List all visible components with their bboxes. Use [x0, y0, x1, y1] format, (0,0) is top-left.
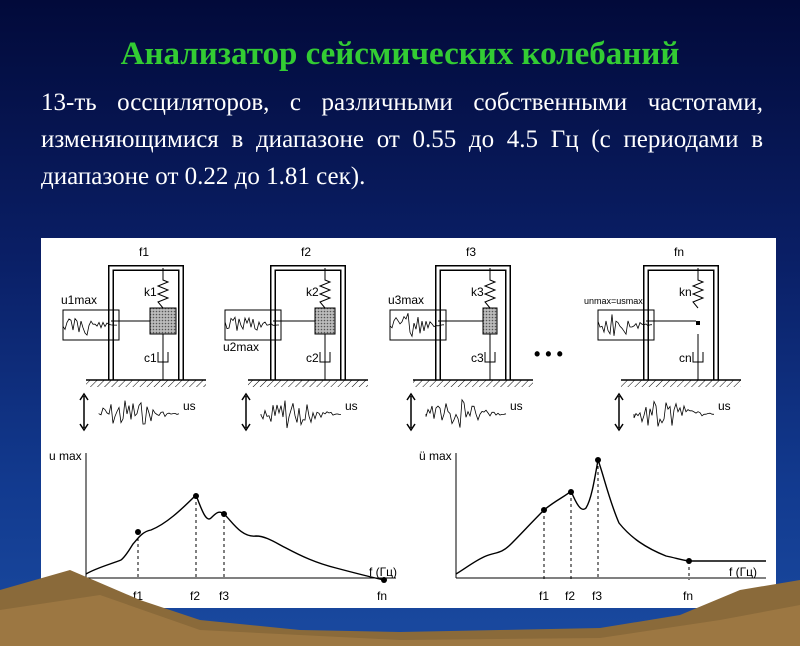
response-label-2: u2max — [223, 340, 259, 354]
damper-label-4: cn — [679, 351, 692, 365]
chart-right-tick-f3: f3 — [592, 589, 602, 603]
damper-label-1: c1 — [144, 351, 157, 365]
spring-label-4: kn — [679, 285, 692, 299]
ground-label-3: us — [510, 399, 523, 413]
chart-left-tick-f3: f3 — [219, 589, 229, 603]
spring-label-2: k2 — [306, 285, 319, 299]
response-label-4: unmax=usmax — [584, 296, 643, 306]
freq-label-3: f3 — [466, 245, 476, 259]
response-label-1: u1max — [61, 293, 97, 307]
chart-right-tick-f2: f2 — [565, 589, 575, 603]
oscillator-1: f1 k1 c1 u1max us — [61, 245, 206, 432]
ground-label-4: us — [718, 399, 731, 413]
mountain-decoration — [0, 570, 800, 646]
ground-label-2: us — [345, 399, 358, 413]
diagram-svg: f1k1c1u1maxusf2k2c2u2maxusf3k3c3u3maxusf… — [49, 245, 766, 603]
chart-right-tick-fn: fn — [683, 589, 693, 603]
oscillator-2: f2 k2 c2 u2max us — [223, 245, 368, 432]
chart-right-xlabel: f (Гц) — [729, 565, 757, 579]
chart-left-tick-f1: f1 — [133, 589, 143, 603]
chart-left: u max f (Гц) f1 f2 f3 fn — [49, 449, 397, 603]
chart-left-xlabel: f (Гц) — [369, 565, 397, 579]
freq-label-2: f2 — [301, 245, 311, 259]
description-paragraph: 13-ть оссциляторов, с различными собстве… — [41, 89, 763, 190]
chart-right-ylabel: ü max — [419, 449, 452, 463]
chart-left-ylabel: u max — [49, 449, 82, 463]
freq-label-4: fn — [674, 245, 684, 259]
spring-label-3: k3 — [471, 285, 484, 299]
chart-right: ü max f (Гц) f1 f2 f3 fn — [419, 449, 766, 603]
chart-left-tick-f2: f2 — [190, 589, 200, 603]
spring-label-1: k1 — [144, 285, 157, 299]
ground-label-1: us — [183, 399, 196, 413]
ellipsis: • • • — [534, 344, 563, 364]
slide-title: Анализатор сейсмических колебаний — [120, 36, 680, 72]
oscillator-3: f3 k3 c3 u3max us — [388, 245, 533, 432]
oscillator-4: fn kn cn unmax=usmax us — [584, 245, 741, 432]
chart-left-tick-fn: fn — [377, 589, 387, 603]
response-label-3: u3max — [388, 293, 424, 307]
damper-label-2: c2 — [306, 351, 319, 365]
freq-label-1: f1 — [139, 245, 149, 259]
damper-label-3: c3 — [471, 351, 484, 365]
chart-right-tick-f1: f1 — [539, 589, 549, 603]
